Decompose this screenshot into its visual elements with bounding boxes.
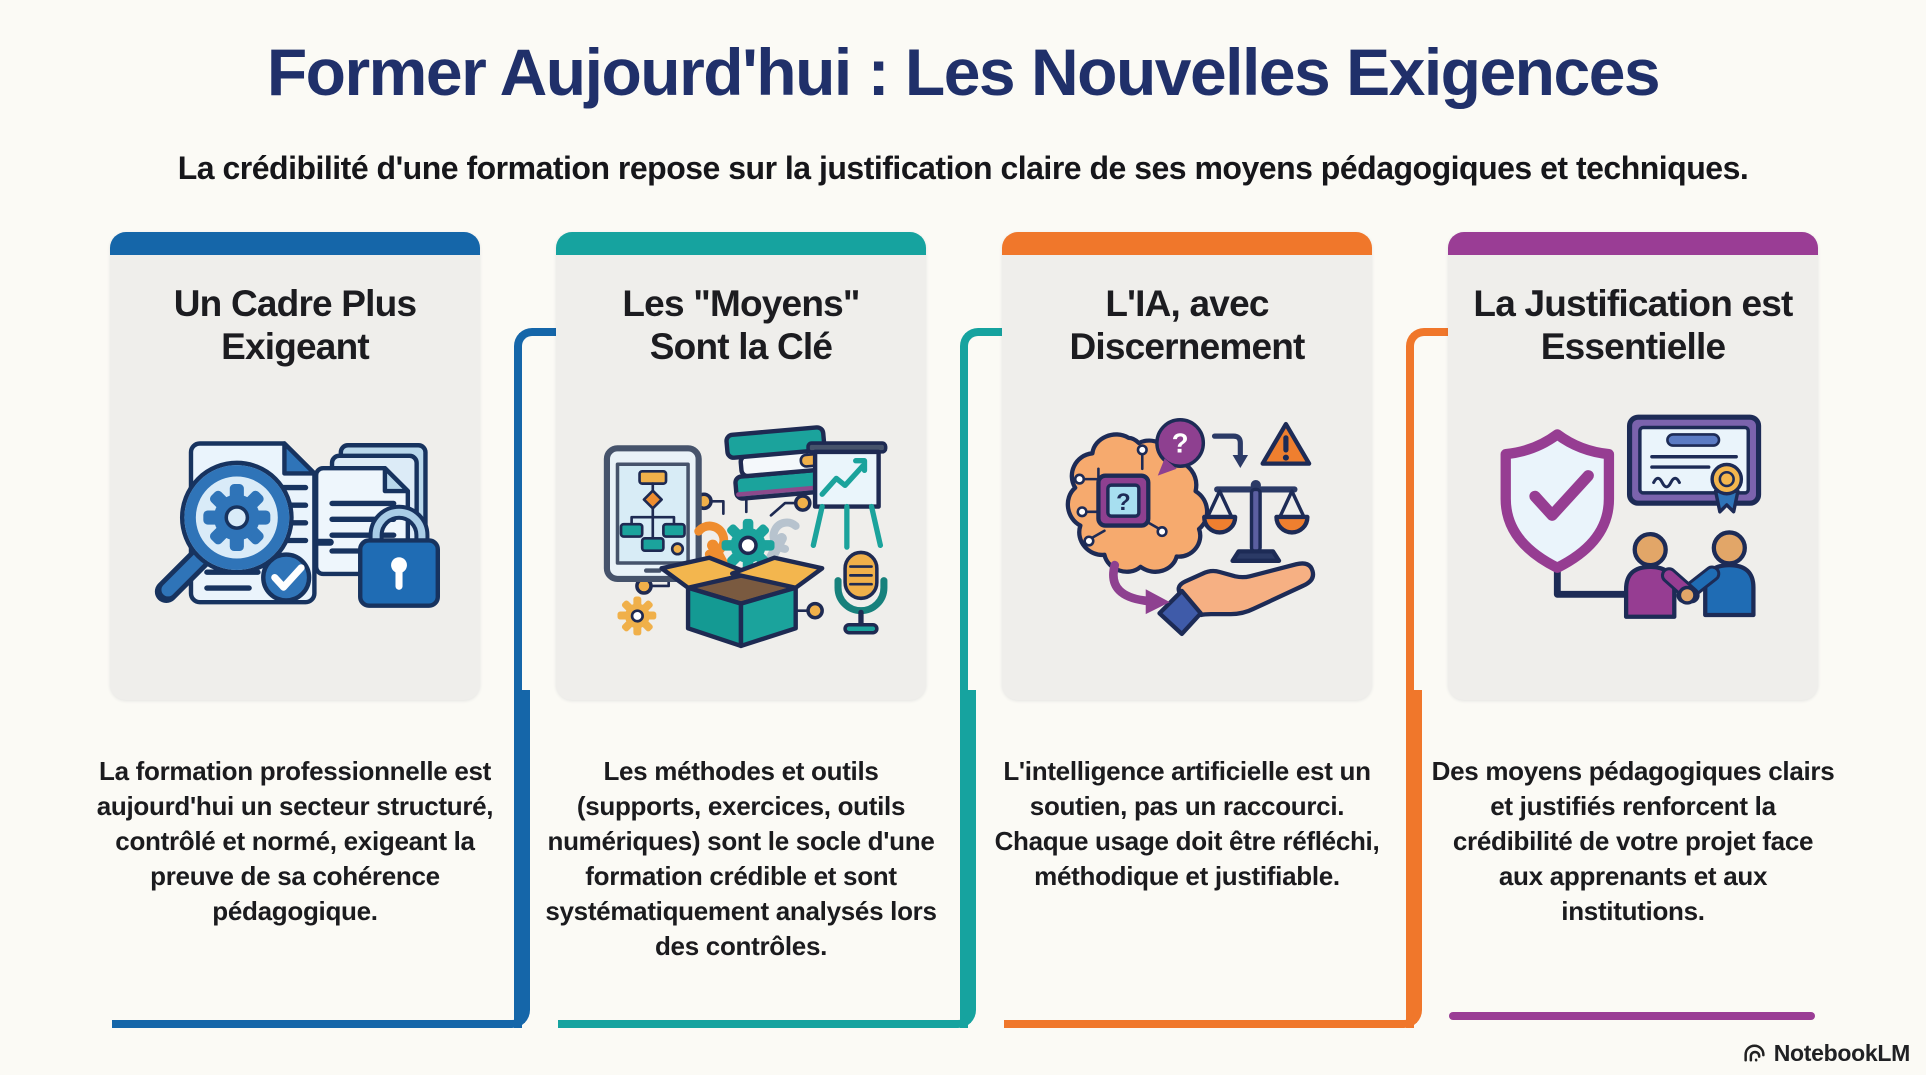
card-panel: L'IA, avec Discernement [1002, 232, 1372, 700]
card-body-text: La formation professionnelle est aujourd… [96, 756, 494, 927]
card-body-text: Les méthodes et outils (supports, exerci… [545, 756, 937, 962]
card-body-text: Des moyens pédagogiques clairs et justif… [1431, 756, 1835, 927]
notebooklm-logo-icon [1744, 1044, 1765, 1062]
brand-watermark: NotebookLM [1742, 1040, 1910, 1067]
card-icon-wrap: ? ? [1002, 369, 1372, 700]
toolbox-resources-icon [603, 425, 888, 649]
card-accent-bar [556, 232, 926, 255]
card-accent-bar [1448, 232, 1818, 255]
card-ia-discernement: L'IA, avec Discernement [995, 232, 1380, 894]
card-title: Un Cadre Plus Exigeant [173, 283, 417, 367]
card-icon-wrap [1448, 369, 1818, 700]
svg-text:?: ? [1172, 428, 1189, 459]
document-audit-magnifier-lock-icon [154, 441, 441, 609]
page-subtitle: La crédibilité d'une formation repose su… [177, 150, 1749, 186]
connector-orange-bottom [1004, 690, 1422, 1028]
card-panel: Un Cadre Plus Exigeant [110, 232, 480, 700]
connector-teal-bottom [558, 690, 976, 1028]
connector-blue-vertical [514, 328, 580, 1028]
connector-orange-vertical [1406, 328, 1472, 1028]
connector-purple-bottom [1449, 1012, 1815, 1020]
connector-blue-bottom [112, 690, 530, 1028]
card-moyens-cle: Les "Moyens" Sont la Clé [545, 232, 937, 965]
card-justification-essentielle: La Justification est Essentielle [1432, 232, 1835, 929]
card-title: Les "Moyens" Sont la Clé [622, 283, 860, 367]
card-panel: Les "Moyens" Sont la Clé [556, 232, 926, 700]
card-title: L'IA, avec Discernement [1069, 283, 1305, 367]
card-accent-bar [110, 232, 480, 255]
card-body-text: L'intelligence artificielle est un souti… [994, 756, 1380, 892]
svg-text:?: ? [1116, 489, 1131, 516]
shield-certificate-handshake-icon [1500, 415, 1762, 620]
card-cadre-exigeant: Un Cadre Plus Exigeant [97, 232, 494, 929]
ai-brain-balance-icon: ? ? [1065, 418, 1316, 637]
connector-teal-vertical [960, 328, 1026, 1028]
card-accent-bar [1002, 232, 1372, 255]
brand-name: NotebookLM [1773, 1040, 1911, 1066]
card-icon-wrap [110, 369, 480, 700]
card-icon-wrap [556, 369, 926, 700]
card-title: La Justification est Essentielle [1473, 283, 1793, 367]
page-title: Former Aujourd'hui : Les Nouvelles Exige… [266, 35, 1661, 109]
card-panel: La Justification est Essentielle [1448, 232, 1818, 700]
